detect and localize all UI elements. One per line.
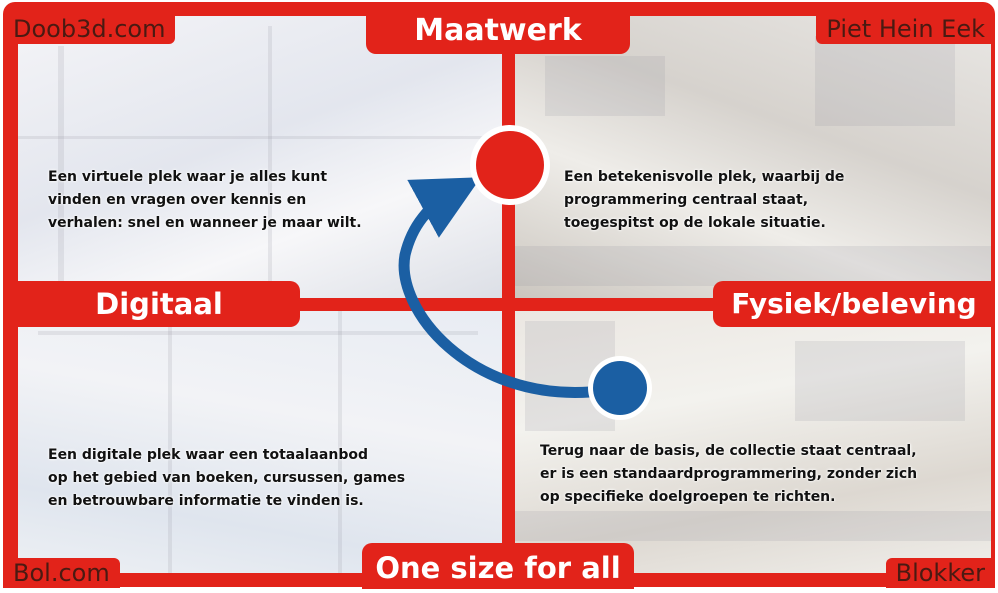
corner-label-bottom-right: Blokker	[885, 558, 995, 588]
quadrant-top-right	[515, 16, 991, 298]
corner-label-top-right: Piet Hein Eek	[816, 14, 995, 44]
axis-label-top: Maatwerk	[366, 8, 630, 54]
corner-label-bottom-left: Bol.com	[3, 558, 120, 588]
quadrant-text-bottom-left: Een digitale plek waar een totaalaanbod …	[48, 447, 406, 509]
quadrant-text-bottom-right: Terug naar de basis, de collectie staat …	[540, 443, 918, 505]
target-dot-red-fill	[476, 131, 544, 199]
quadrant-bottom-left	[18, 311, 502, 573]
transition-arrow	[398, 177, 596, 398]
origin-dot-blue-fill	[593, 361, 647, 415]
quadrant-text-top-left: Een virtuele plek waar je alles kunt vin…	[48, 169, 362, 231]
quadrant-text-top-right: Een betekenisvolle plek, waarbij de prog…	[564, 169, 845, 231]
quadrant-top-left	[18, 16, 502, 298]
corner-label-top-left: Doob3d.com	[3, 14, 176, 44]
axis-label-bottom: One size for all	[362, 543, 634, 589]
axis-label-right: Fysiek/beleving	[713, 281, 995, 327]
axis-label-left: Digitaal	[18, 281, 300, 327]
